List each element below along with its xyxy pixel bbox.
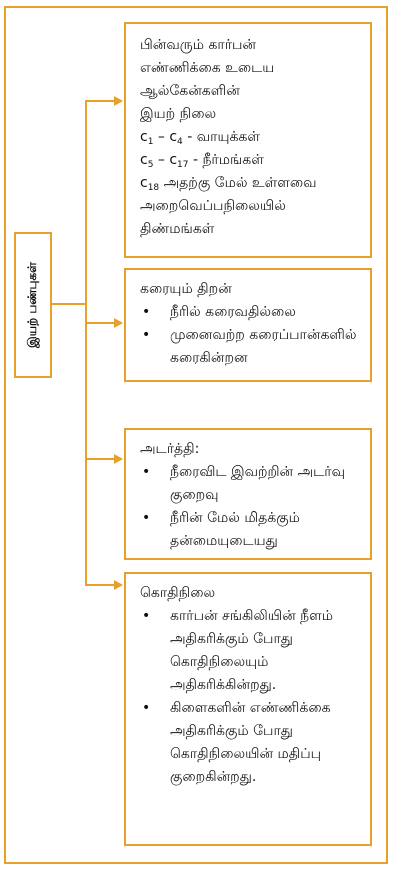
boiling-item-2: கிளைகளின் எண்ணிக்கை அதிகரிக்கும் போது கொ…	[140, 697, 360, 789]
connector-branch-2	[85, 322, 115, 324]
boiling-item-1: கார்பன் சங்கிலியின் நீளம் அதிகரிக்கும் ப…	[140, 605, 360, 697]
connector-trunk	[85, 101, 87, 585]
physical-properties-label: இயற் பண்புகள்	[14, 232, 52, 378]
density-box: அடர்த்தி: நீரைவிட இவற்றின் அடர்வு குறைவு…	[124, 428, 372, 560]
density-item-2: நீரின் மேல் மிதக்கும் தன்மையுடையது	[140, 507, 360, 553]
boiling-title: கொதிநிலை	[140, 585, 216, 601]
boiling-point-box: கொதிநிலை கார்பன் சங்கிலியின் நீளம் அதிகர…	[124, 572, 372, 846]
solubility-title: கரையும் திறன்	[140, 281, 232, 297]
state-line-2: எண்ணிக்கை உடைய	[140, 60, 275, 76]
side-label-text: இயற் பண்புகள்	[25, 262, 40, 348]
state-gases: c1 – c4 - வாயுக்கள்	[140, 129, 260, 147]
density-title: அடர்த்தி:	[140, 441, 200, 457]
connector-branch-4	[85, 584, 115, 586]
connector-stub	[52, 303, 86, 305]
connector-branch-1	[85, 100, 115, 102]
state-box: பின்வரும் கார்பன் எண்ணிக்கை உடைய ஆல்கேன்…	[124, 22, 372, 258]
solubility-item-2: முனைவற்ற கரைப்பான்களில் கரைகின்றன	[140, 324, 360, 370]
solubility-box: கரையும் திறன் நீரில் கரைவதில்லை முனைவற்ற…	[124, 268, 372, 382]
state-line-3: ஆல்கேன்களின்	[140, 83, 240, 99]
density-item-1: நீரைவிட இவற்றின் அடர்வு குறைவு	[140, 461, 360, 507]
state-line-9: திண்மங்கள்	[140, 221, 215, 237]
arrow-2-icon	[114, 318, 123, 328]
state-liquids: c5 – c17 - நீர்மங்கள்	[140, 152, 264, 170]
state-line-4: இயற் நிலை	[140, 106, 217, 122]
state-solids: c18 அதற்கு மேல் உள்ளவை	[140, 175, 317, 193]
arrow-1-icon	[114, 96, 123, 106]
solubility-item-1: நீரில் கரைவதில்லை	[140, 301, 360, 324]
state-line-1: பின்வரும் கார்பன்	[140, 37, 257, 53]
arrow-3-icon	[114, 454, 123, 464]
arrow-4-icon	[114, 580, 123, 590]
state-line-8: அறைவெப்பநிலையில்	[140, 198, 286, 214]
outer-frame	[4, 6, 388, 864]
connector-branch-3	[85, 458, 115, 460]
